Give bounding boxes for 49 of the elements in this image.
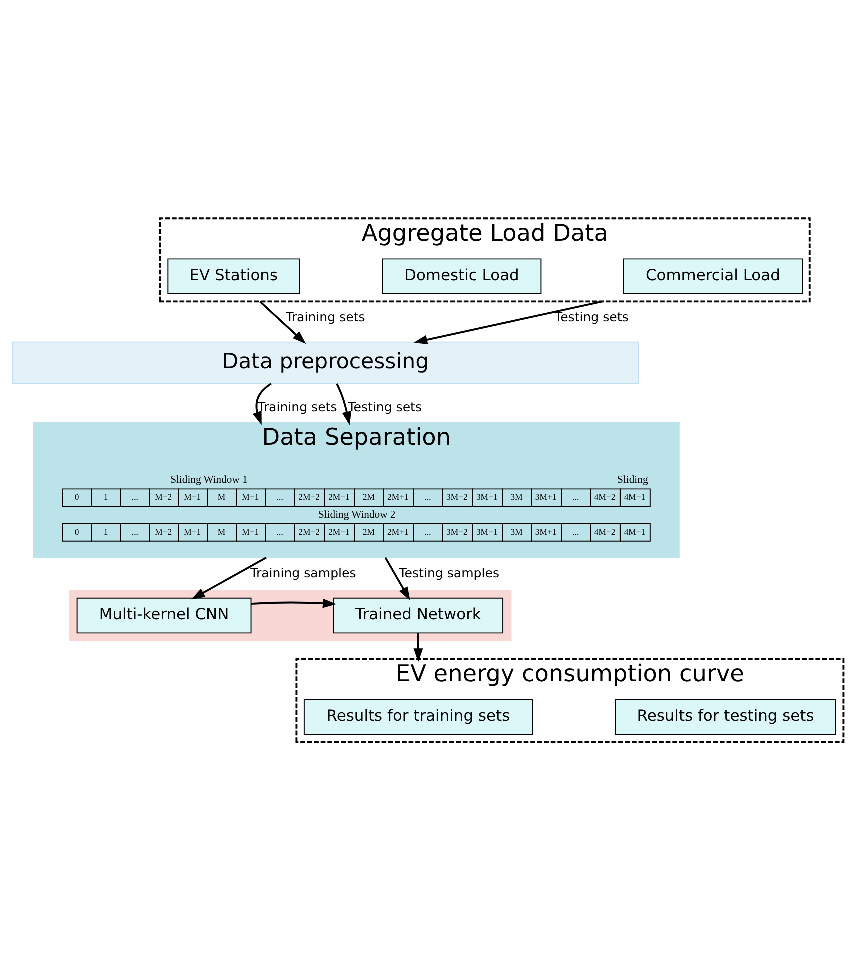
label: M <box>218 526 226 537</box>
label: ... <box>424 526 432 537</box>
edge-label: Testing sets <box>348 399 422 414</box>
label: 3M <box>510 492 523 502</box>
label: 3M−2 <box>446 492 468 502</box>
label: M <box>218 492 226 502</box>
edge-label: Training sets <box>258 399 338 414</box>
label: ... <box>132 526 138 537</box>
label: 0 <box>74 492 80 502</box>
label: M+1 <box>242 526 260 537</box>
label: 2M <box>362 526 375 537</box>
label: 4M−2 <box>594 492 616 502</box>
label: 4M−1 <box>624 526 646 537</box>
label: Sliding <box>618 475 648 486</box>
label: M−2 <box>155 526 172 537</box>
label: 2M <box>362 492 375 502</box>
label: 2M−2 <box>298 492 320 502</box>
label: Sliding Window 1 <box>170 475 248 486</box>
label: 2M+1 <box>388 526 409 537</box>
edge-label: Training sets <box>286 309 366 324</box>
label: 3M−1 <box>476 492 498 502</box>
label: 2M−1 <box>328 526 350 537</box>
label: ... <box>132 492 138 502</box>
label: 2M−2 <box>298 526 320 537</box>
label: ... <box>424 492 432 502</box>
label: 3M−1 <box>476 526 498 537</box>
label: 1 <box>104 526 108 537</box>
label: ... <box>572 526 580 537</box>
label: 4M−1 <box>624 492 646 502</box>
label: 3M <box>510 526 523 537</box>
label: M−1 <box>184 526 202 537</box>
label: 2M+1 <box>388 492 409 502</box>
label: M−2 <box>155 492 172 502</box>
edge-label: Training samples <box>250 566 356 581</box>
label: Sliding Window 2 <box>318 510 396 521</box>
label: 1 <box>104 492 108 502</box>
edge-label: Testing samples <box>399 566 500 581</box>
label: 2M−1 <box>328 492 350 502</box>
edge-label: Testing sets <box>555 309 629 324</box>
label: M−1 <box>184 492 202 502</box>
label: 0 <box>74 526 80 537</box>
label: M+1 <box>242 492 260 502</box>
label: ... <box>276 526 284 537</box>
label: 3M+1 <box>535 492 557 502</box>
label: 3M+1 <box>535 526 557 537</box>
label: ... <box>276 492 284 502</box>
label: 4M−2 <box>594 526 616 537</box>
label: 3M−2 <box>446 526 468 537</box>
label: ... <box>572 492 580 502</box>
